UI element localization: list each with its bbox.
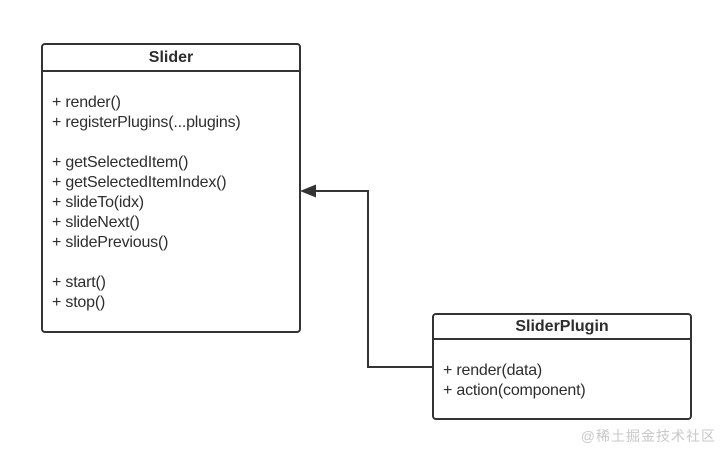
method-group: + render() + registerPlugins(...plugins) <box>52 93 293 133</box>
method-line: + getSelectedItemIndex() <box>52 174 227 191</box>
class-box-sliderplugin: SliderPlugin + render(data) + action(com… <box>432 313 692 420</box>
method-line: + getSelectedItem() <box>52 154 189 171</box>
connector-line <box>314 190 432 368</box>
arrowhead-icon <box>300 184 316 198</box>
class-title-slider: Slider <box>43 45 299 72</box>
method-group: + start() + stop() <box>52 273 293 313</box>
class-body-sliderplugin: + render(data) + action(component) <box>434 340 690 401</box>
class-title-sliderplugin: SliderPlugin <box>434 315 690 340</box>
method-line: + slideNext() <box>52 214 140 231</box>
method-line: + slideTo(idx) <box>52 194 144 211</box>
watermark: @稀土掘金技术社区 <box>580 428 716 444</box>
method-group: + getSelectedItem() + getSelectedItemInd… <box>52 153 293 253</box>
method-line: + action(component) <box>443 382 586 399</box>
method-group: + render(data) + action(component) <box>443 361 684 401</box>
class-body-slider: + render() + registerPlugins(...plugins)… <box>43 72 299 313</box>
method-line: + render(data) <box>443 362 543 379</box>
method-line: + stop() <box>52 294 106 311</box>
class-box-slider: Slider + render() + registerPlugins(...p… <box>41 43 301 333</box>
method-line: + start() <box>52 274 106 291</box>
method-line: + registerPlugins(...plugins) <box>52 114 241 131</box>
method-line: + render() <box>52 94 121 111</box>
method-line: + slidePrevious() <box>52 234 169 251</box>
